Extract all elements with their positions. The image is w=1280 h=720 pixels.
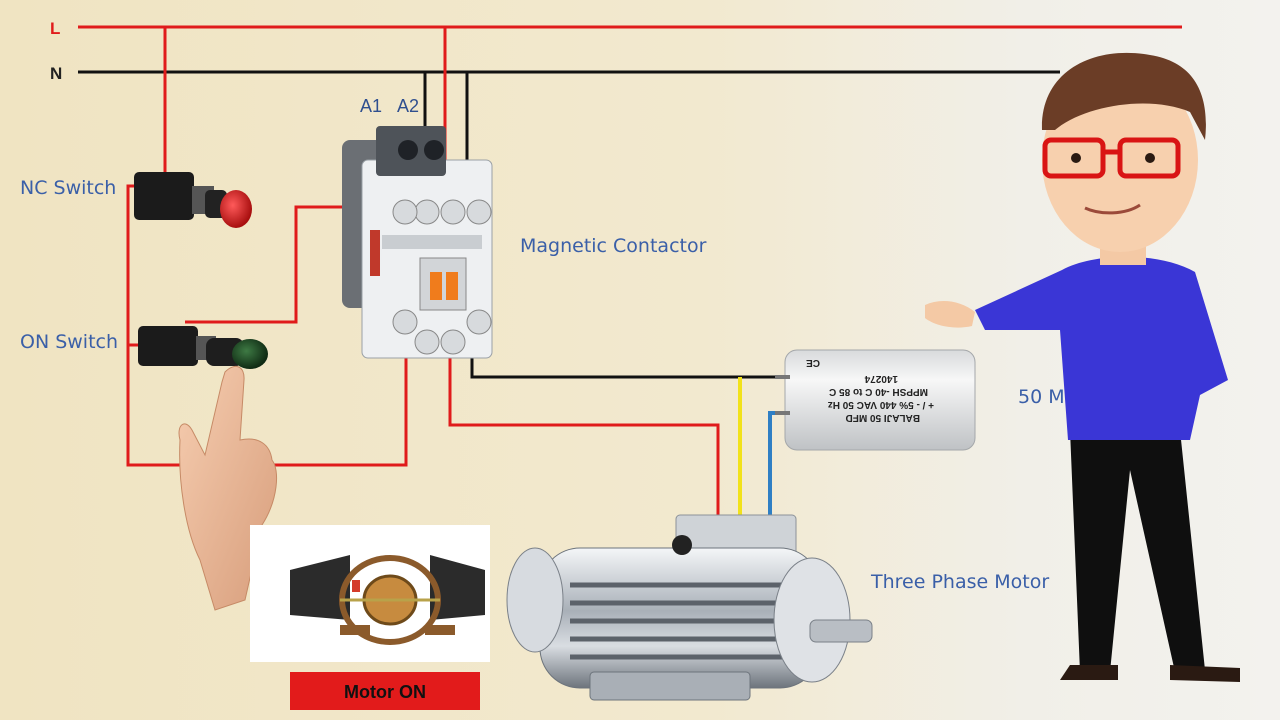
capacitor-rating-label: 50 M (1018, 386, 1065, 408)
nc-switch-label: NC Switch (20, 177, 116, 199)
presenter-character (925, 52, 1240, 682)
capacitor: BALAJI 50 MFD + / - 5% 440 VAC 50 Hz MPP… (775, 349, 976, 451)
on-switch-green-button[interactable] (232, 339, 268, 369)
capacitor-print-line3: MPPSH -40 C to 85 C (829, 386, 928, 397)
on-switch[interactable] (138, 326, 268, 369)
magnetic-contactor-label: Magnetic Contactor (520, 235, 707, 257)
capacitor-print-line1: BALAJI 50 MFD (846, 412, 920, 423)
three-phase-motor-label: Three Phase Motor (870, 571, 1049, 593)
neutral-line-label: N (50, 64, 62, 83)
status-text: Motor ON (344, 682, 426, 702)
capacitor-print-line4: 140274 (864, 373, 898, 384)
capacitor-print-line2: + / - 5% 440 VAC 50 Hz (828, 399, 934, 410)
control-wires (126, 27, 780, 520)
nc-switch[interactable] (134, 172, 252, 228)
magnetic-contactor (342, 126, 493, 359)
capacitor-ce-mark: CE (806, 357, 820, 368)
three-phase-motor (506, 514, 873, 701)
status-badge: Motor ON (290, 672, 480, 710)
nc-switch-red-button[interactable] (220, 190, 252, 228)
coil-terminal-a1-label: A1 (360, 96, 382, 116)
on-switch-label: ON Switch (20, 331, 118, 353)
live-line-label: L (50, 19, 60, 38)
coil-terminal-a2-label: A2 (397, 96, 419, 116)
motor-internals-image (250, 525, 490, 662)
